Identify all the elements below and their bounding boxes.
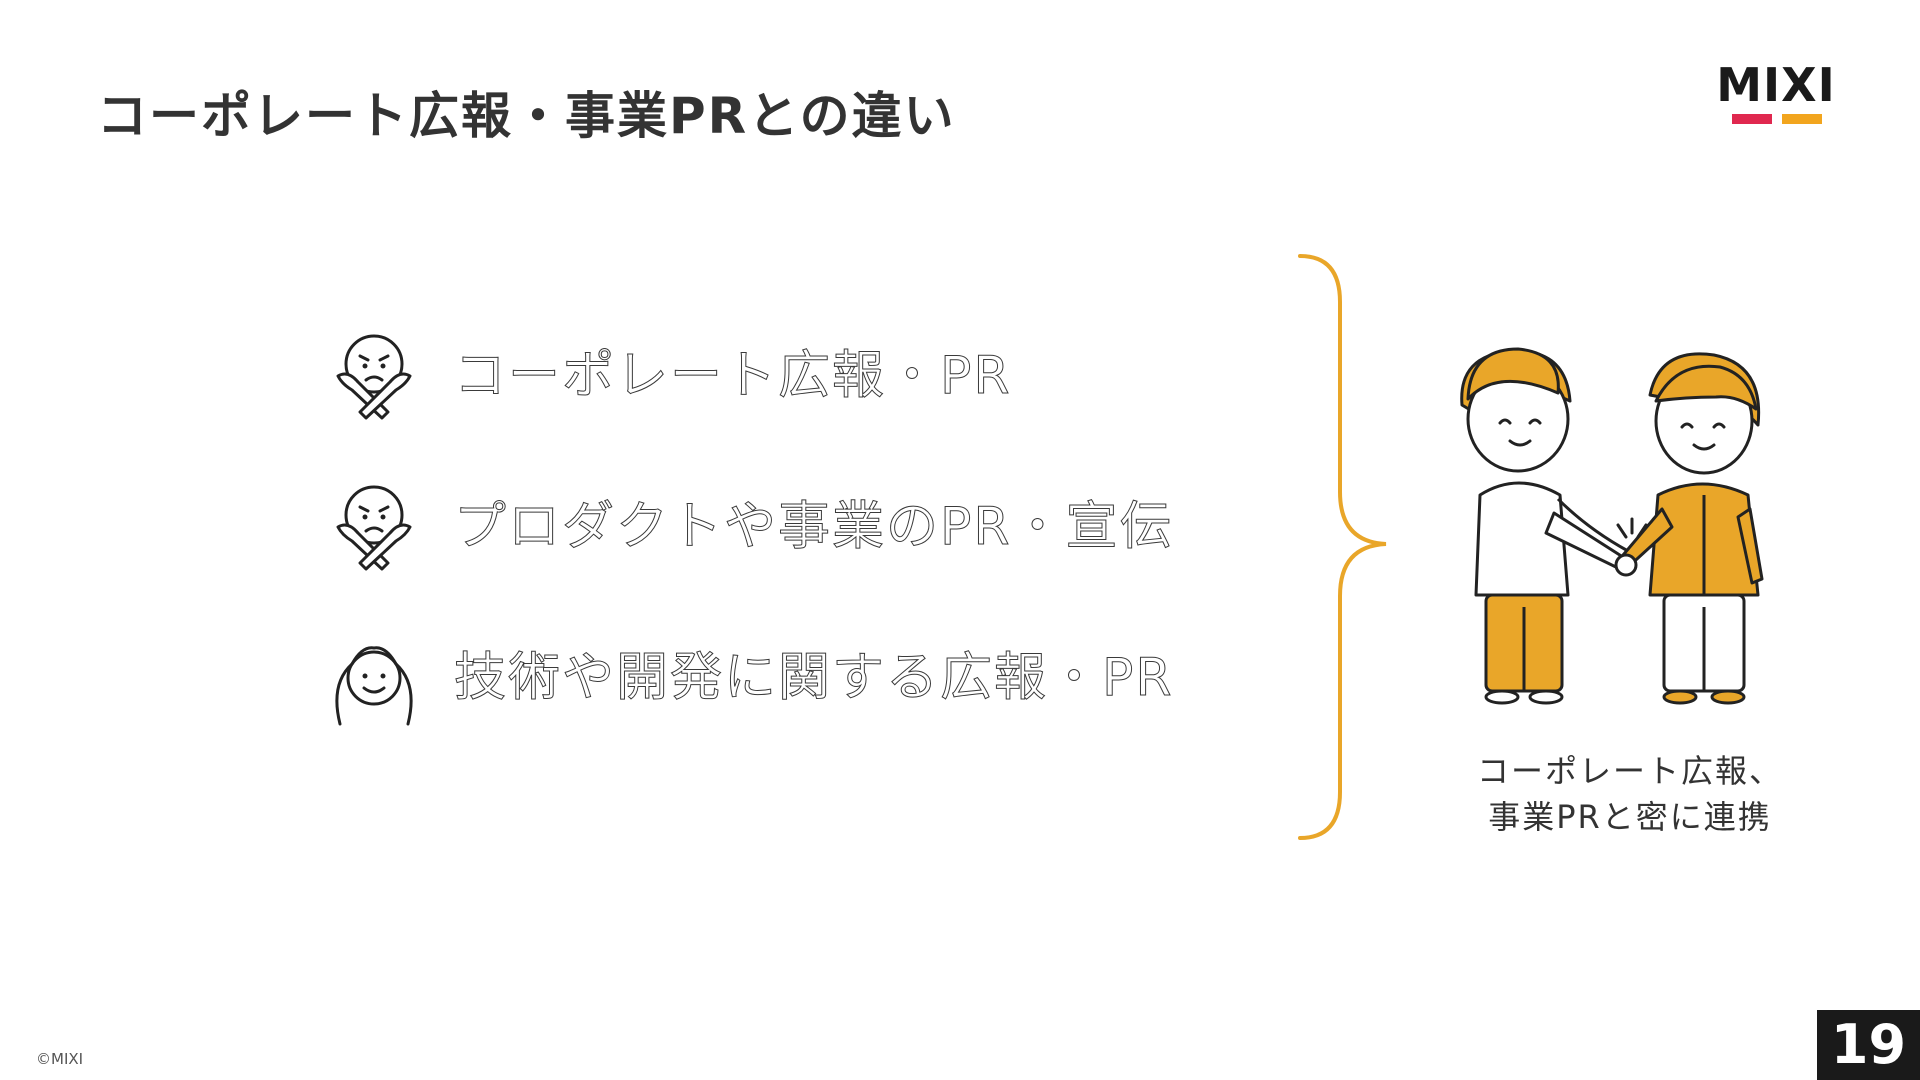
right-person: [1616, 352, 1764, 705]
caption-line-1: コーポレート広報、: [1476, 752, 1783, 790]
crossed-arms-face-icon: [336, 485, 412, 571]
illustration-caption: コーポレート広報、 事業PRと密に連携: [1450, 748, 1810, 840]
ok-arms-face-icon: [335, 646, 413, 726]
page-number: 19: [1817, 1010, 1920, 1080]
list-item-corporate-pr: コーポレート広報・PR: [324, 326, 1224, 426]
list-item-product-pr: プロダクトや事業のPR・宣伝: [324, 477, 1224, 577]
item-label: 技術や開発に関する広報・PR: [454, 648, 1174, 709]
left-person: [1460, 347, 1629, 705]
copyright: ©MIXI: [36, 1050, 84, 1068]
crossed-arms-face-icon: [336, 334, 412, 420]
item-label: プロダクトや事業のPR・宣伝: [454, 497, 1174, 558]
logo-bar-yellow: [1782, 114, 1822, 124]
item-label: コーポレート広報・PR: [454, 346, 1012, 407]
list-item-tech-pr: 技術や開発に関する広報・PR: [324, 628, 1224, 728]
logo-bars: [1732, 114, 1822, 124]
page-title: コーポレート広報・事業PRとの違い: [97, 87, 956, 145]
logo-text: MIXI: [1716, 58, 1836, 112]
handshake-illustration: [1460, 347, 1764, 705]
curly-brace-icon: [1298, 254, 1387, 840]
mixi-logo: MIXI: [1708, 62, 1844, 126]
logo-bar-red: [1732, 114, 1772, 124]
caption-line-2: 事業PRと密に連携: [1488, 798, 1772, 836]
